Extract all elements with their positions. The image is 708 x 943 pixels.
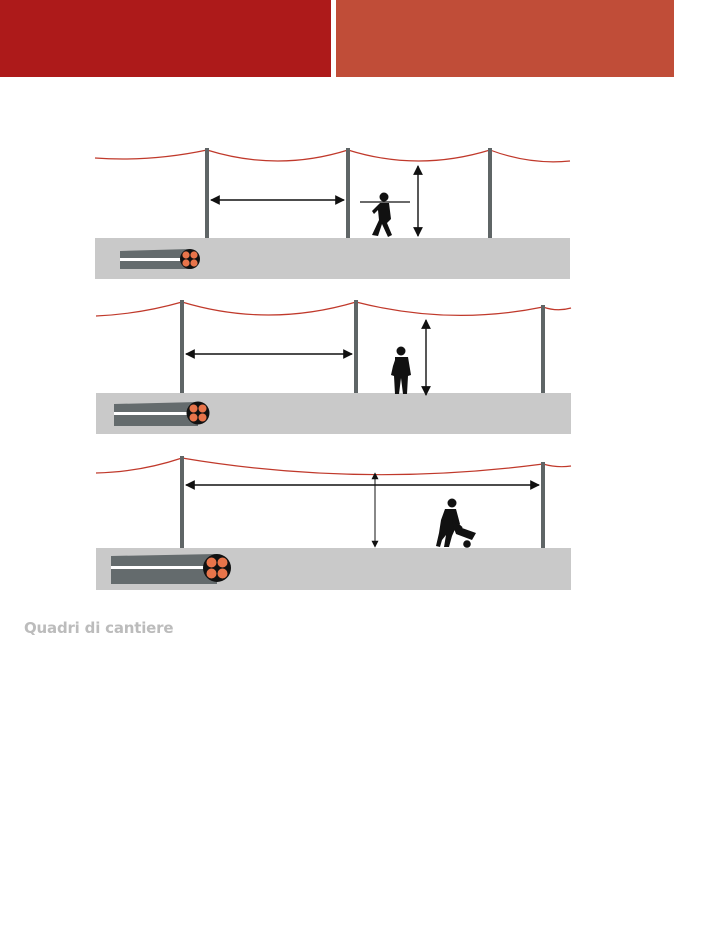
header-band-right [336, 0, 674, 77]
header-band-left [0, 0, 331, 77]
cable-cross-section [111, 554, 231, 584]
cable-cross-section [114, 401, 210, 426]
scene-2 [95, 300, 572, 434]
overhead-wire [95, 457, 572, 476]
pole [354, 300, 358, 393]
pole [488, 148, 492, 238]
caption-text: Quadri di cantiere [24, 619, 174, 637]
scene-3 [95, 456, 572, 590]
worker-wheelbarrow-icon [436, 498, 476, 548]
pole [205, 148, 209, 238]
worker-carrying-pole-icon [360, 192, 410, 237]
pole [180, 300, 184, 393]
pole [346, 148, 350, 238]
overhead-wire [94, 149, 571, 163]
pole [541, 462, 545, 548]
cable-cross-section [120, 249, 200, 269]
pole [180, 456, 184, 548]
pole [541, 305, 545, 393]
worker-standing-icon [391, 346, 411, 394]
scene-1 [94, 148, 571, 279]
overhead-wire [95, 301, 572, 317]
